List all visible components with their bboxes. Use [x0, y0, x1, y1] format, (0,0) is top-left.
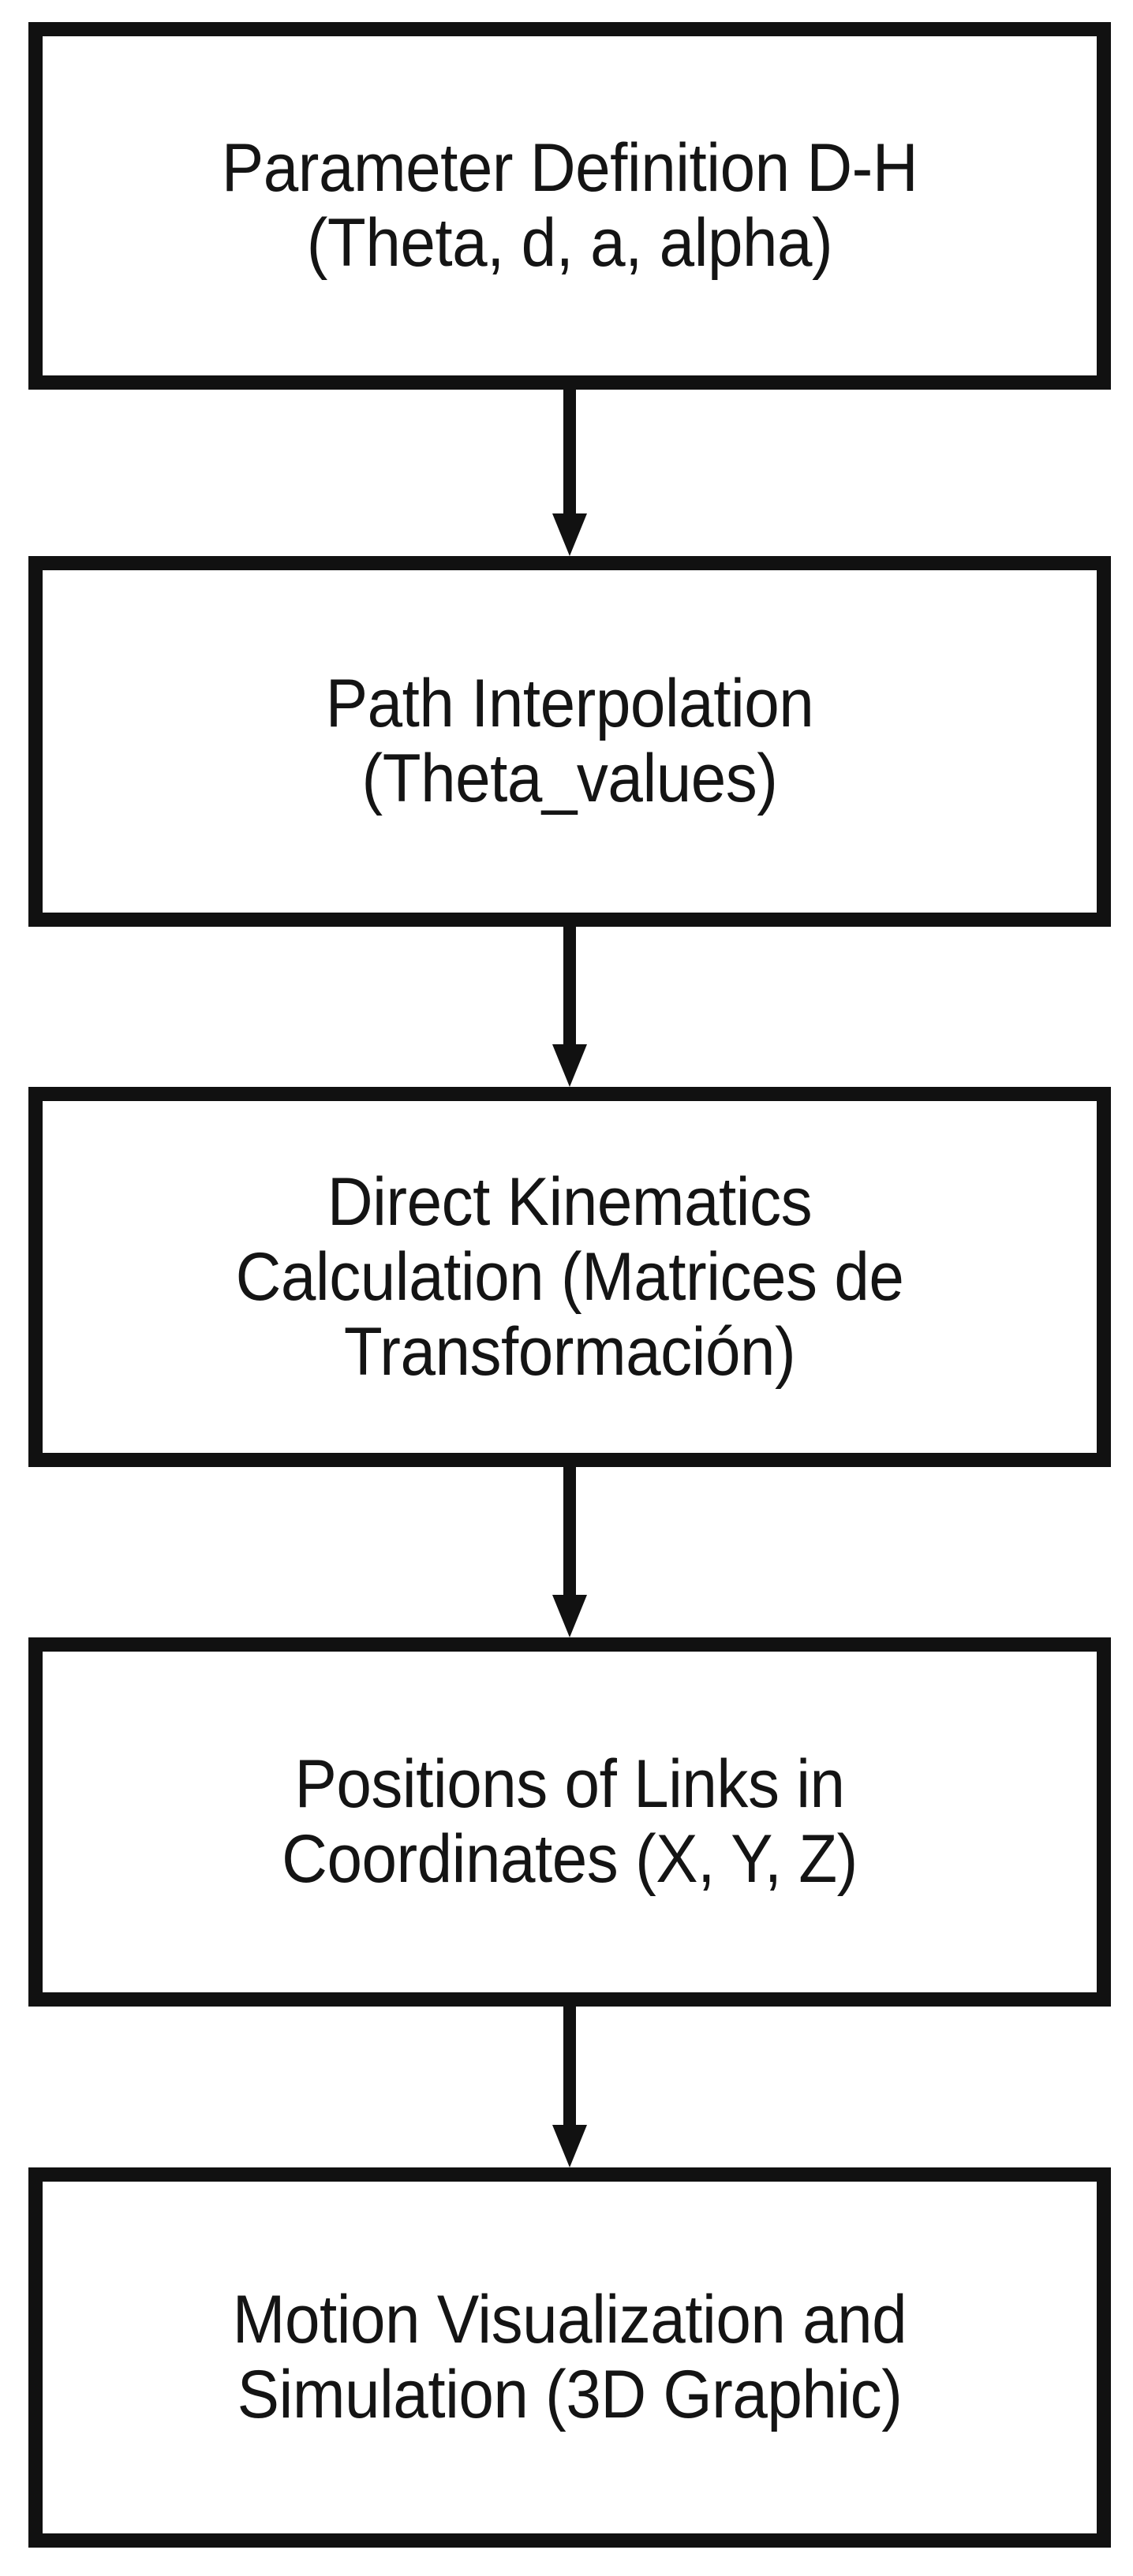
- arrow-stem: [563, 927, 576, 1047]
- flow-node-label: Path Interpolation (Theta_values): [325, 666, 814, 816]
- flow-arrow-down-icon: [552, 2007, 587, 2167]
- flow-arrow-down-icon: [552, 927, 587, 1087]
- flow-node-positions-of-links: Positions of Links in Coordinates (X, Y,…: [28, 1637, 1111, 2007]
- arrow-stem: [563, 2007, 576, 2127]
- arrow-stem: [563, 1467, 576, 1597]
- flow-node-path-interpolation: Path Interpolation (Theta_values): [28, 556, 1111, 927]
- flow-node-motion-visualization: Motion Visualization and Simulation (3D …: [28, 2167, 1111, 2548]
- flow-node-parameter-definition-dh: Parameter Definition D-H (Theta, d, a, a…: [28, 22, 1111, 390]
- arrow-head: [552, 1044, 587, 1087]
- flow-node-direct-kinematics-calculation: Direct Kinematics Calculation (Matrices …: [28, 1087, 1111, 1467]
- flow-node-label: Parameter Definition D-H (Theta, d, a, a…: [221, 130, 918, 281]
- arrow-stem: [563, 390, 576, 516]
- flow-arrow-down-icon: [552, 1467, 587, 1637]
- flow-node-label: Motion Visualization and Simulation (3D …: [232, 2282, 907, 2432]
- arrow-head: [552, 1595, 587, 1637]
- flow-node-label: Positions of Links in Coordinates (X, Y,…: [282, 1746, 858, 1897]
- arrow-head: [552, 2125, 587, 2167]
- flow-node-label: Direct Kinematics Calculation (Matrices …: [235, 1163, 904, 1390]
- flow-arrow-down-icon: [552, 390, 587, 556]
- arrow-head: [552, 513, 587, 556]
